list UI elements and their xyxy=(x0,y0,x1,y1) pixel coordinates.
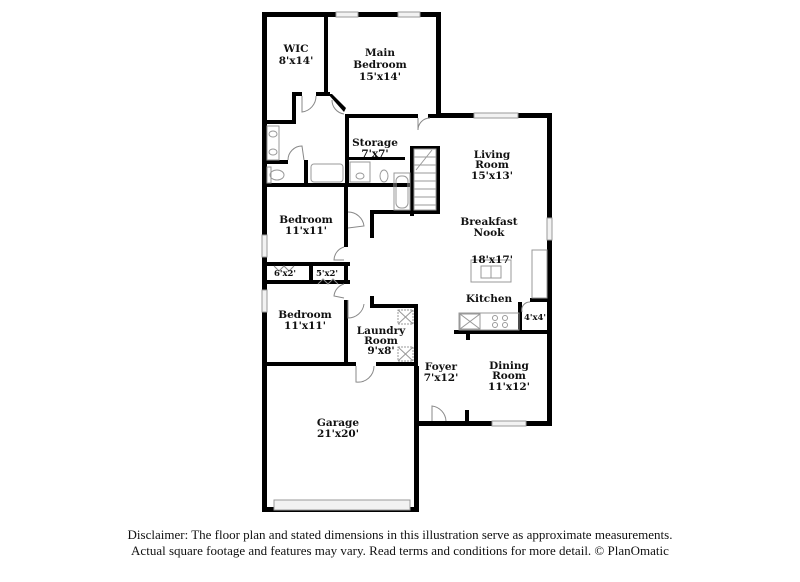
doors xyxy=(273,95,531,422)
room-wic-dims: 8'x14' xyxy=(279,55,314,67)
room-storage-dims: 7'x7' xyxy=(361,148,388,160)
disclaimer-line-1: Disclaimer: The floor plan and stated di… xyxy=(127,527,673,542)
closet-1-dims: 6'x2' xyxy=(274,269,296,279)
room-wic-name: WIC xyxy=(282,43,308,55)
stairs xyxy=(413,148,437,211)
room-living-name-2: Room xyxy=(475,159,509,171)
room-bedroom-2-name: Bedroom xyxy=(278,309,332,321)
room-garage-dims: 21'x20' xyxy=(317,428,359,440)
room-main-bedroom-name-2: Bedroom xyxy=(353,59,407,71)
room-foyer-dims: 7'x12' xyxy=(424,372,459,384)
room-main-bedroom-name-1: Main xyxy=(365,47,395,59)
pantry-dims: 4'x4' xyxy=(524,313,546,323)
room-bedroom-1-dims: 11'x11' xyxy=(285,225,327,237)
room-kitchen-name: Kitchen xyxy=(466,293,513,305)
room-foyer-name: Foyer xyxy=(425,361,458,373)
room-dining-name-1: Dining xyxy=(489,360,529,372)
room-breakfast-name-2: Nook xyxy=(474,227,506,239)
room-breakfast-name-1: Breakfast xyxy=(460,216,517,228)
room-dining-name-2: Room xyxy=(492,370,526,382)
room-living-dims: 15'x13' xyxy=(471,170,513,182)
room-kitchen-dims: 18'x17' xyxy=(471,254,513,266)
room-living-name-1: Living xyxy=(474,149,511,161)
fixtures xyxy=(266,125,548,362)
room-dining-dims: 11'x12' xyxy=(488,381,530,393)
windows xyxy=(261,11,553,511)
room-laundry-name-2: Room xyxy=(364,335,398,347)
room-laundry-name-1: Laundry xyxy=(357,325,406,337)
interior-walls xyxy=(262,12,552,426)
room-storage-name: Storage xyxy=(352,137,398,149)
closet-2-dims: 5'x2' xyxy=(316,269,338,279)
room-bedroom-2-dims: 11'x11' xyxy=(284,320,326,332)
room-garage-name: Garage xyxy=(317,417,359,429)
room-laundry-dims: 9'x8' xyxy=(367,345,394,357)
room-labels: WIC 8'x14' Main Bedroom 15'x14' Storage … xyxy=(274,43,546,440)
room-main-bedroom-dims: 15'x14' xyxy=(359,71,401,83)
room-bedroom-1-name: Bedroom xyxy=(279,214,333,226)
disclaimer-line-2: Actual square footage and features may v… xyxy=(131,543,669,558)
